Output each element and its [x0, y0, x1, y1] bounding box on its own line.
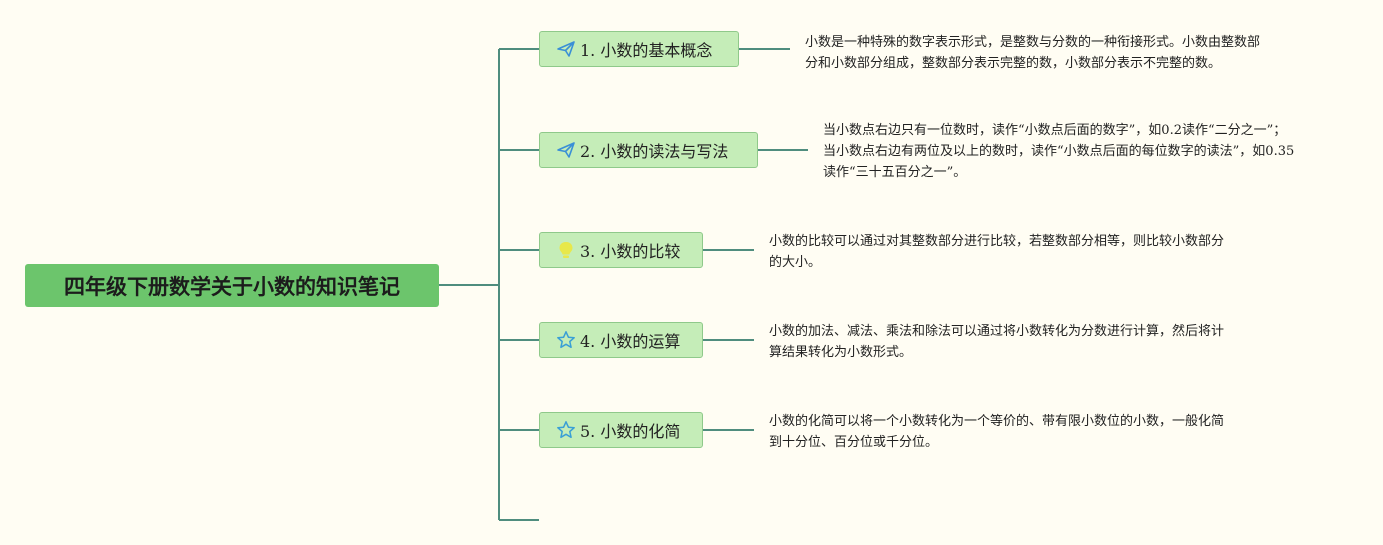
- note-line: 的大小。: [769, 255, 822, 270]
- topic-note-3: 小数的比较可以通过对其整数部分进行比较，若整数部分相等，则比较小数部分 的大小。: [769, 231, 1224, 273]
- topic-note-4: 小数的加法、减法、乘法和除法可以通过将小数转化为分数进行计算，然后将计 算结果转…: [769, 321, 1224, 363]
- topic-node-1[interactable]: 1. 小数的基本概念: [539, 31, 739, 67]
- root-topic[interactable]: 四年级下册数学关于小数的知识笔记: [25, 264, 439, 307]
- topic-label: 2. 小数的读法与写法: [580, 142, 729, 161]
- note-line: 当小数点右边只有一位数时，读作“小数点后面的数字”，如0.2读作“二分之一”；: [823, 123, 1287, 138]
- topic-note-2: 当小数点右边只有一位数时，读作“小数点后面的数字”，如0.2读作“二分之一”； …: [823, 120, 1294, 183]
- lightbulb-icon: [556, 240, 576, 260]
- note-line: 小数的化简可以将一个小数转化为一个等价的、带有限小数位的小数，一般化简: [769, 414, 1225, 429]
- topic-node-5[interactable]: 5. 小数的化简: [539, 412, 703, 448]
- note-line: 算结果转化为小数形式。: [769, 345, 913, 360]
- root-title: 四年级下册数学关于小数的知识笔记: [64, 274, 400, 299]
- note-line: 分和小数部分组成，整数部分表示完整的数，小数部分表示不完整的数。: [805, 56, 1222, 71]
- note-line: 小数是一种特殊的数字表示形式，是整数与分数的一种衔接形式。小数由整数部: [805, 35, 1261, 50]
- topic-label: 5. 小数的化简: [580, 422, 681, 441]
- star-icon: [556, 420, 576, 440]
- topic-label: 3. 小数的比较: [580, 242, 681, 261]
- star-icon: [556, 330, 576, 350]
- topic-note-1: 小数是一种特殊的数字表示形式，是整数与分数的一种衔接形式。小数由整数部 分和小数…: [805, 32, 1260, 74]
- topic-note-5: 小数的化简可以将一个小数转化为一个等价的、带有限小数位的小数，一般化简 到十分位…: [769, 411, 1224, 453]
- note-line: 小数的加法、减法、乘法和除法可以通过将小数转化为分数进行计算，然后将计: [769, 324, 1225, 339]
- topic-node-2[interactable]: 2. 小数的读法与写法: [539, 132, 758, 168]
- topic-node-3[interactable]: 3. 小数的比较: [539, 232, 703, 268]
- topic-label: 1. 小数的基本概念: [580, 41, 713, 60]
- note-line: 小数的比较可以通过对其整数部分进行比较，若整数部分相等，则比较小数部分: [769, 234, 1225, 249]
- paper-plane-icon: [556, 39, 576, 59]
- note-line: 当小数点右边有两位及以上的数时，读作“小数点后面的每位数字的读法”，如0.35: [823, 144, 1295, 159]
- note-line: 到十分位、百分位或千分位。: [769, 435, 939, 450]
- topic-node-4[interactable]: 4. 小数的运算: [539, 322, 703, 358]
- paper-plane-icon: [556, 140, 576, 160]
- topic-label: 4. 小数的运算: [580, 332, 681, 351]
- note-line: 读作“三十五百分之一”。: [823, 165, 967, 180]
